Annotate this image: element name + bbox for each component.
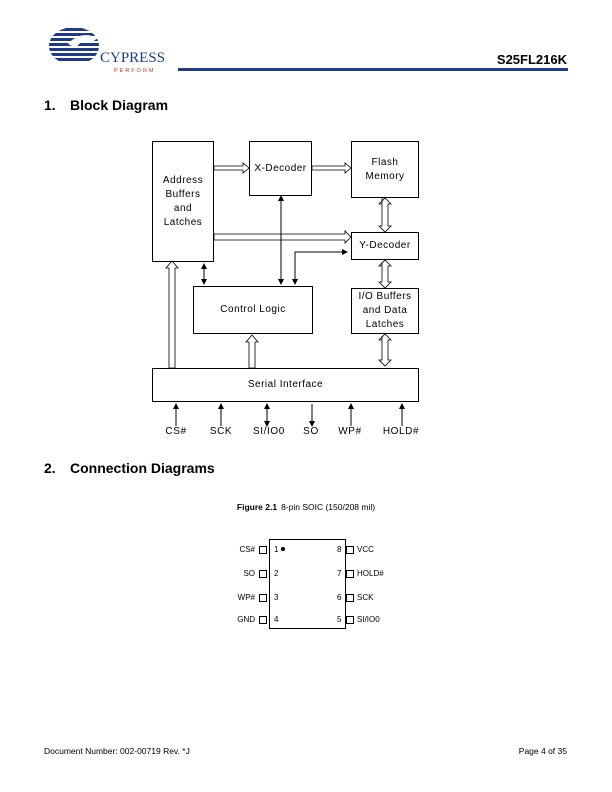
control-logic-block: Control Logic — [193, 286, 313, 334]
pin-num-6: 6 — [337, 593, 342, 602]
section1-number: 1. — [44, 97, 56, 113]
page-number: Page 4 of 35 — [518, 746, 567, 756]
io-buffers-block: I/O Buffers and Data Latches — [351, 288, 419, 334]
address-buffers-line4: Latches — [163, 216, 203, 228]
y-decoder-label: Y-Decoder — [359, 240, 411, 251]
y-decoder-block: Y-Decoder — [351, 232, 419, 260]
pin-num-4: 4 — [274, 615, 279, 624]
pin-pad-5 — [346, 616, 354, 624]
svg-text:CYPRESS: CYPRESS — [100, 50, 165, 66]
pin-num-2: 2 — [274, 569, 279, 578]
pin-pad-3 — [259, 594, 267, 602]
pin-pad-1 — [259, 546, 267, 554]
pin-num-5: 5 — [337, 615, 342, 624]
x-decoder-block: X-Decoder — [249, 141, 312, 196]
pin-pad-2 — [259, 570, 267, 578]
address-buffers-line3: and — [173, 202, 193, 214]
figure-caption-text: 8-pin SOIC (150/208 mil) — [281, 502, 376, 512]
address-buffers-line1: Address — [162, 174, 204, 186]
control-logic-label: Control Logic — [220, 304, 286, 315]
io-buffers-line2: and Data — [362, 305, 408, 316]
pin-num-7: 7 — [337, 569, 342, 578]
pin-name-sck: SCK — [357, 593, 374, 602]
pin-num-1: 1 — [274, 545, 279, 554]
figure-label: Figure 2.1 — [236, 502, 278, 512]
signal-wp: WP# — [338, 426, 362, 437]
serial-interface-block: Serial Interface — [152, 368, 419, 402]
pin-name-gnd: GND — [237, 615, 255, 624]
pin-pad-8 — [346, 546, 354, 554]
svg-text:PERFORM: PERFORM — [114, 68, 156, 74]
section2-title: Connection Diagrams — [70, 460, 215, 476]
pin-name-si-io0: SI/IO0 — [357, 615, 380, 624]
flash-memory-line1: Flash — [371, 156, 399, 168]
pin-name-hold: HOLD# — [357, 569, 384, 578]
address-buffers-block: Address Buffers and Latches — [152, 141, 214, 262]
section1-title: Block Diagram — [70, 97, 169, 113]
io-buffers-line1: I/O Buffers — [358, 291, 412, 302]
header-rule — [178, 68, 568, 71]
pin-num-3: 3 — [274, 593, 279, 602]
pin-num-8: 8 — [337, 545, 342, 554]
section2-number: 2. — [44, 460, 56, 476]
part-number: S25FL216K — [496, 52, 567, 67]
io-buffers-line3: Latches — [365, 319, 405, 330]
serial-interface-label: Serial Interface — [247, 379, 324, 390]
pin-name-so: SO — [243, 569, 255, 578]
pin-pad-6 — [346, 594, 354, 602]
signal-si-io0: SI/IO0 — [253, 426, 285, 437]
flash-memory-line2: Memory — [365, 170, 405, 182]
pin-name-cs: CS# — [239, 545, 255, 554]
soic-package-body — [269, 539, 346, 629]
pin-name-wp: WP# — [237, 593, 255, 602]
signal-cs: CS# — [165, 426, 187, 437]
pin-pad-7 — [346, 570, 354, 578]
flash-memory-block: Flash Memory — [351, 141, 419, 198]
x-decoder-label: X-Decoder — [254, 163, 307, 174]
address-buffers-line2: Buffers — [165, 188, 201, 200]
signal-so: SO — [303, 426, 319, 437]
signal-hold: HOLD# — [382, 426, 420, 437]
document-number: Document Number: 002-00719 Rev. *J — [44, 746, 190, 756]
pin-name-vcc: VCC — [357, 545, 374, 554]
pin-pad-4 — [259, 616, 267, 624]
pin1-dot-icon — [281, 547, 285, 551]
signal-sck: SCK — [209, 426, 233, 437]
cypress-logo: CYPRESS PERFORM — [48, 24, 172, 78]
